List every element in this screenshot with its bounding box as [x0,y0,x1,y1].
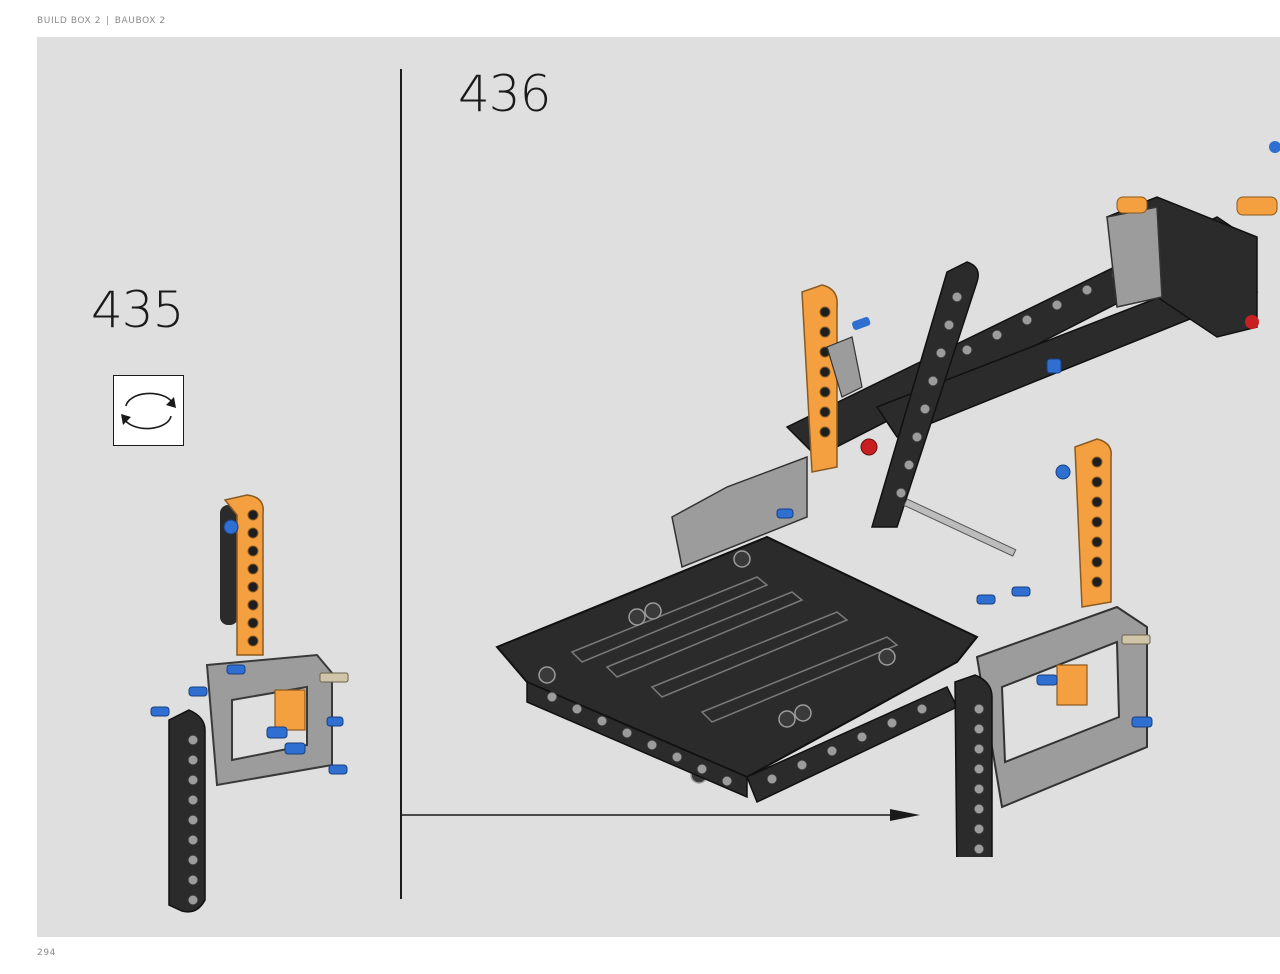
rotate-model-icon [121,392,176,430]
placement-arrow [400,809,920,821]
blue-axle-pin [223,519,239,535]
page-number: 294 [37,948,56,958]
dark-frame-plate [495,535,979,779]
gray-axle [903,498,1017,557]
dark-beam-back [220,505,238,625]
step-435-model-illustration [150,494,349,913]
rotate-model-callout [113,375,184,446]
left-gray-frame [671,455,808,569]
step-number-435: 435 [91,281,184,339]
instruction-panel: 435 [37,37,1280,937]
step-divider [400,69,402,899]
header-box-label-en: BUILD BOX 2 [37,16,102,26]
header-box-label-de: BAUBOX 2 [114,16,166,26]
step-436-model-illustration [495,141,1280,857]
step-number-436: 436 [458,65,551,123]
page-header: BUILD BOX 2 | BAUBOX 2 [37,16,166,26]
dark-vertical-beam-right [954,674,993,857]
tan-axle [319,672,349,683]
header-separator: | [106,16,110,26]
dark-beam-front [168,709,206,913]
